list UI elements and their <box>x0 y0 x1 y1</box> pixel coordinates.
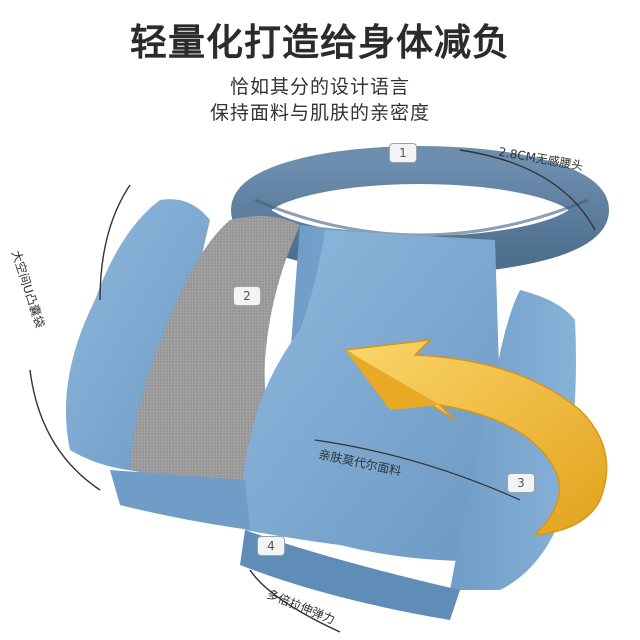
hem-band <box>240 530 460 620</box>
badge-2: 2 <box>233 286 261 306</box>
badge-4: 4 <box>257 536 285 556</box>
callout-line-fabric <box>314 439 521 501</box>
front-panel <box>243 230 506 561</box>
lower-leg-panel <box>110 470 250 530</box>
stretch-arrow-icon <box>342 339 608 536</box>
callout-line-pouch <box>99 184 131 301</box>
callout-line-stretch <box>249 569 341 633</box>
headline: 轻量化打造给身体减负 <box>130 21 510 64</box>
callout-line-waistband <box>459 149 596 231</box>
subheadline-line-2: 保持面料与肌肤的亲密度 <box>209 102 430 124</box>
badge-3: 3 <box>507 473 535 493</box>
badge-1: 1 <box>389 143 417 163</box>
callout-line-pouch-lower <box>29 369 101 491</box>
side-panel <box>450 290 576 590</box>
subheadline-line-1: 恰如其分的设计语言 <box>229 76 410 98</box>
